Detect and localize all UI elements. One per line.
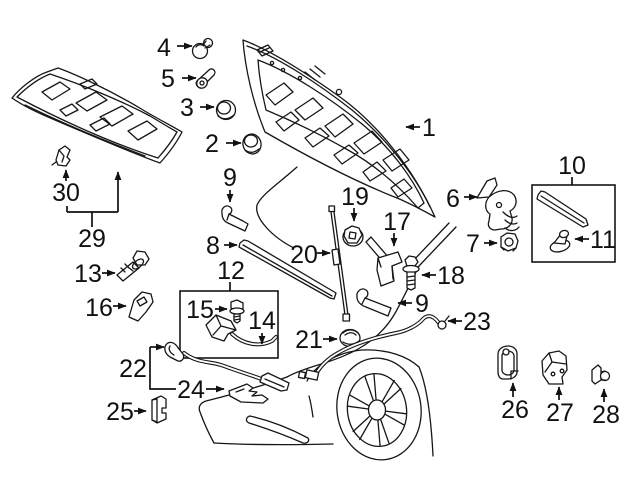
callout-18: 18 [437,262,465,290]
part-13-bolt [116,250,150,282]
part-2-grommet [242,133,262,155]
callout-8: 8 [206,232,220,260]
part-9-bracket-upper [221,205,249,232]
callout-10: 10 [558,152,586,180]
part-4-clip [191,37,214,60]
callout-24: 24 [177,376,205,404]
part-6-hinge [476,177,520,232]
leader-curve [256,166,298,249]
callout-20: 20 [290,241,318,269]
pad-panels [24,78,158,157]
part-1-hood [242,39,436,218]
part-8-seal-strip [238,239,337,300]
part-19-nut [342,225,364,247]
part-30-insulator-clip [51,145,71,167]
callout-2: 2 [205,130,219,158]
spokes [347,373,408,447]
beltline [286,265,420,378]
part-15-bolt [229,299,245,324]
part-9-bracket-lower [356,288,392,317]
callout-22: 22 [119,355,147,383]
callout-4: 4 [157,34,171,62]
hood-ribs [265,82,413,198]
part-18-bolt [402,255,420,291]
callout-29-bracket [66,206,118,227]
callout-16: 16 [85,294,113,322]
part-5-bumper-cushion [195,68,216,89]
callout-15: 15 [186,296,214,324]
part-26-bracket [497,345,519,380]
bumper-intake-slot [245,415,310,444]
callout-6: 6 [446,185,460,213]
part-11-rivet [549,229,571,253]
callout-27: 27 [546,399,574,427]
callout-28: 28 [592,401,620,429]
part-7-nut [500,232,519,252]
hub [367,399,387,421]
callout-9-lower: 9 [415,290,429,318]
part-23-release-cable [297,314,450,381]
a-pillar-line [411,222,450,263]
part-29-insulator-pad [11,67,183,164]
part-12-kit-box [179,290,279,359]
part-3-plug [215,99,237,121]
callout-11: 11 [590,226,616,254]
part-14-latch-cable [205,314,278,347]
callout-arrows [62,42,608,415]
part-17-bracket [365,236,403,287]
callout-1: 1 [422,114,436,142]
callout-labels: 1 2 3 4 5 6 7 8 9 9 10 11 12 13 14 15 16… [52,34,620,429]
part-24-bracket [228,383,269,404]
part-16-bracket [128,291,154,322]
callout-3: 3 [180,94,194,122]
a-pillar-line [418,226,457,267]
callout-12: 12 [217,257,245,285]
callout-9-upper: 9 [223,164,237,192]
hood-hatch-marks [304,65,326,81]
callout-21: 21 [295,326,323,354]
callout-19: 19 [341,183,369,211]
bumper-crease [308,395,314,418]
callout-13: 13 [74,260,102,288]
callout-23: 23 [463,308,491,336]
callout-30: 30 [52,179,80,207]
callout-26: 26 [501,396,529,424]
bumper-bottom [213,442,334,446]
callout-29: 29 [78,225,106,253]
callout-5: 5 [161,65,175,93]
callout-7: 7 [466,230,480,258]
part-22-release-handle [164,341,290,392]
part-28-clip [591,364,611,385]
callout-25: 25 [106,398,134,426]
callout-22-bracket [149,347,176,390]
part-25-clip [151,395,167,424]
fender-arch [306,349,420,382]
fender-edge [418,366,434,457]
front-wheel [336,357,422,461]
part-10-kit-box [531,184,616,263]
callout-17: 17 [383,208,411,236]
callout-14: 14 [248,307,276,335]
part-20-prop-rod [328,205,351,322]
part-27-bracket [541,350,568,385]
